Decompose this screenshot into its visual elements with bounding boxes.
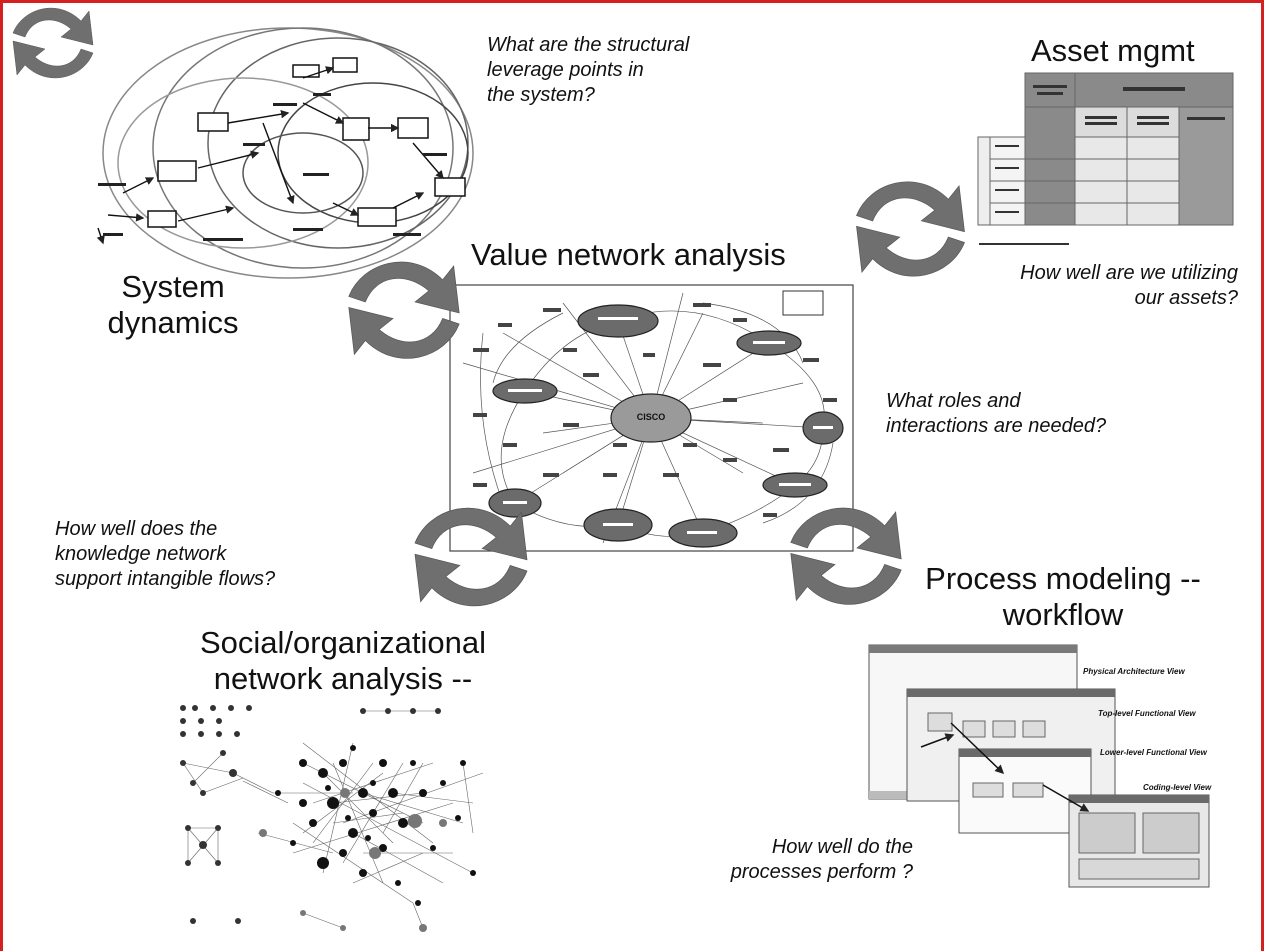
diagram-graphics bbox=[12, 7, 1234, 932]
process-modeling-windows bbox=[868, 644, 1210, 888]
question-structural-leverage: What are the structural leverage points … bbox=[487, 34, 690, 106]
asset-mgmt-table bbox=[977, 72, 1234, 245]
social-network-heading: Social/organizational network analysis -… bbox=[199, 625, 487, 696]
system-dynamics-heading: System dynamics bbox=[107, 269, 239, 340]
value-network-center-node-label: CISCO bbox=[636, 412, 666, 422]
cycle-arrows-icon bbox=[348, 261, 460, 359]
system-dynamics-diagram bbox=[96, 27, 474, 279]
asset-mgmt-heading: Asset mgmt bbox=[1031, 33, 1195, 68]
cycle-arrows-icon bbox=[856, 181, 965, 277]
question-roles-interactions: What roles and interactions are needed? bbox=[886, 390, 1107, 437]
question-knowledge-network: How well does the knowledge network supp… bbox=[55, 518, 276, 590]
process-view-label-coding: Coding-level View bbox=[1143, 783, 1212, 792]
value-network-map bbox=[449, 284, 854, 552]
process-view-label-lower-level: Lower-level Functional View bbox=[1100, 748, 1207, 757]
question-process-performance: How well do the processes perform ? bbox=[730, 836, 913, 883]
value-network-heading: Value network analysis bbox=[471, 237, 786, 272]
process-view-label-top-level: Top-level Functional View bbox=[1098, 709, 1196, 718]
social-network-graph bbox=[180, 705, 484, 932]
process-view-label-physical: Physical Architecture View bbox=[1083, 667, 1185, 676]
process-modeling-heading: Process modeling -- workflow bbox=[925, 561, 1201, 632]
cycle-arrows-icon bbox=[790, 507, 902, 605]
question-asset-utilization: How well are we utilizing our assets? bbox=[1020, 262, 1238, 309]
cycle-arrows-icon bbox=[12, 7, 94, 79]
